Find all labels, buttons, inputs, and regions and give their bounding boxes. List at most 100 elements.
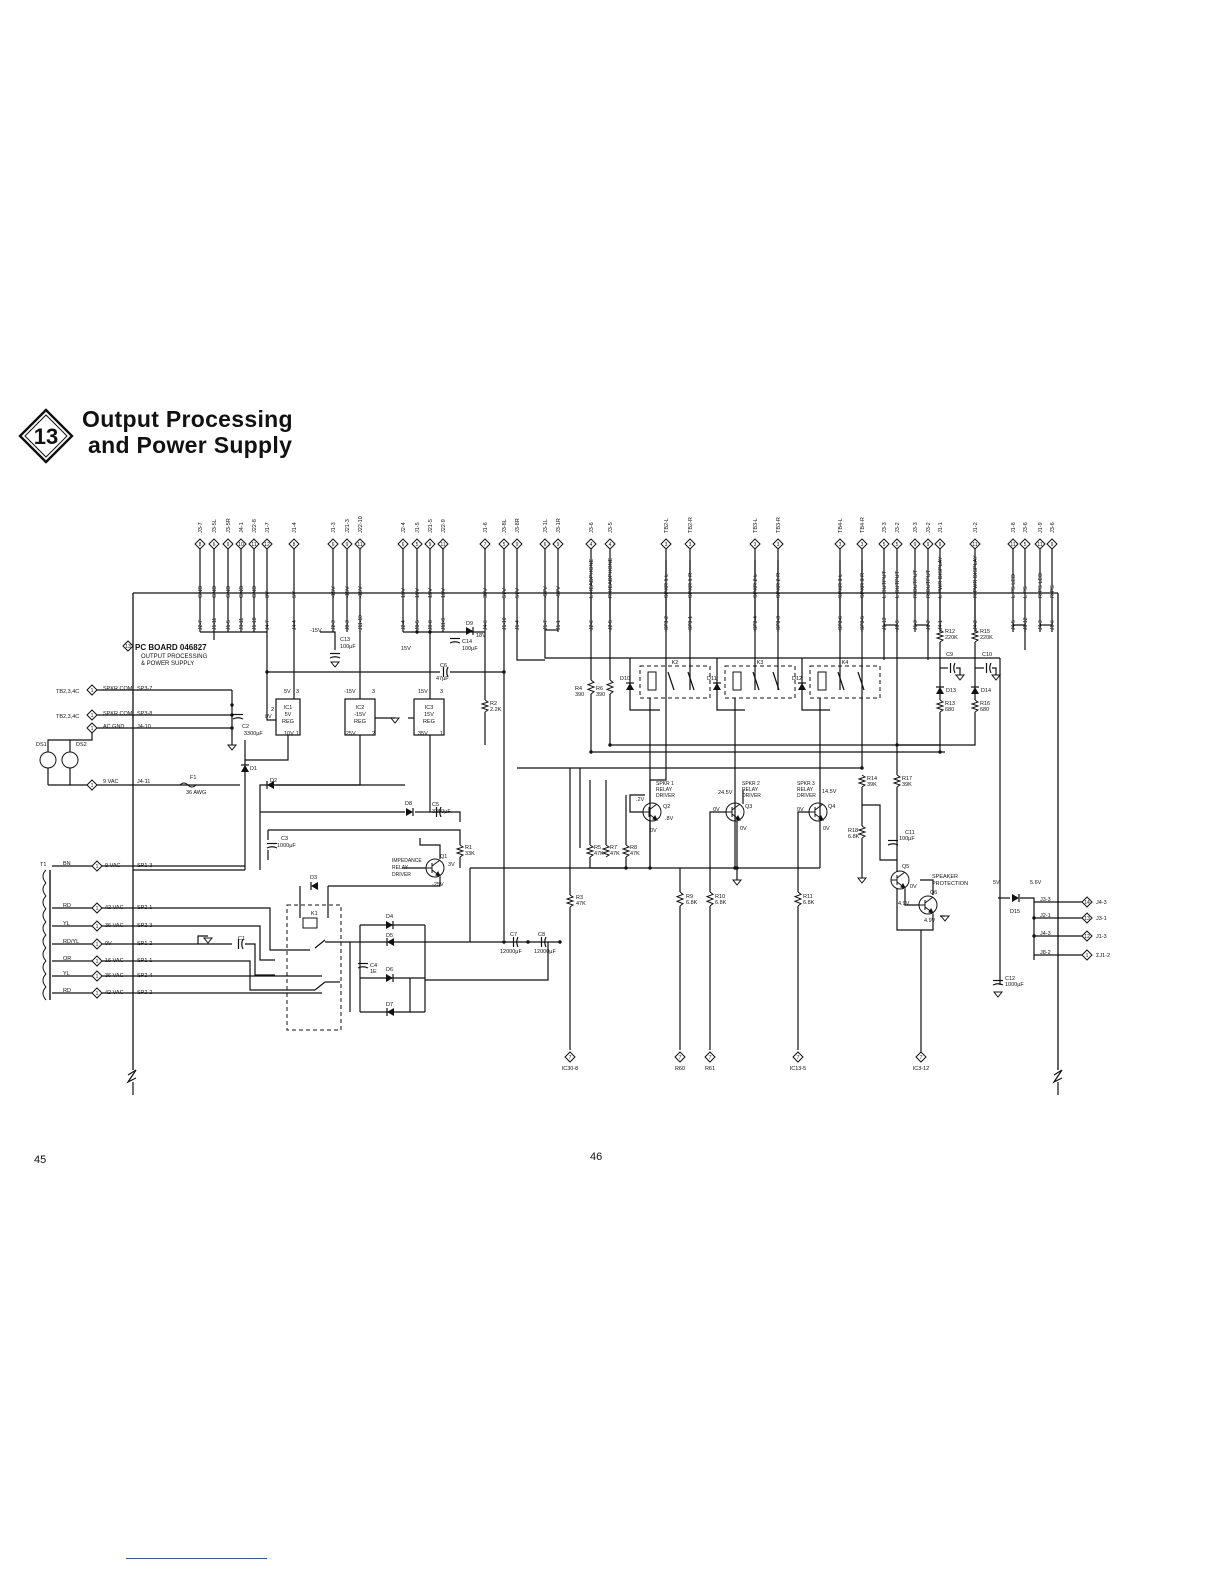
- q1-transistor-icon: [425, 858, 445, 878]
- label-text: 1E: [370, 969, 377, 975]
- signal-name-label: SPKR 2 L: [753, 574, 759, 598]
- d10-diode-icon: [626, 682, 634, 690]
- ground-icon: [990, 674, 1002, 681]
- label-text: C2: [242, 724, 249, 730]
- offpage-connector-icon: 7: [674, 1051, 686, 1063]
- label-text: R10: [715, 894, 725, 900]
- label-text: D9: [466, 621, 473, 627]
- signal-name-label: L PWR DISPLAY: [938, 556, 944, 598]
- r15-resistor-icon: [970, 629, 980, 643]
- wire: [320, 631, 336, 650]
- label-text: 3: [440, 689, 443, 695]
- junction-dot: [265, 670, 269, 674]
- label-text: Q1: [440, 854, 447, 860]
- label-text: C1: [238, 936, 245, 942]
- connector-terminal-icon: 11: [969, 538, 981, 550]
- label-text: SPKR 3: [797, 781, 815, 787]
- label-text: 39K: [902, 782, 912, 788]
- k3-relay-box: [724, 665, 796, 699]
- wire: [896, 889, 934, 931]
- label-text: -25V: [432, 882, 444, 888]
- svg-text:4: 4: [590, 542, 593, 548]
- label-text: 3: [372, 689, 375, 695]
- d15-diode-icon: [1012, 894, 1020, 902]
- svg-text:3: 3: [665, 542, 668, 548]
- label-text: R12: [945, 629, 955, 635]
- label-text: 1000µF: [277, 843, 296, 849]
- r10-resistor-icon: [705, 891, 715, 907]
- board-label-line1: PC BOARD 046827: [135, 643, 207, 652]
- d13-diode-icon: [936, 686, 944, 694]
- svg-text:9: 9: [914, 542, 917, 548]
- wire: [133, 907, 310, 951]
- connector-terminal-icon: 9: [222, 538, 234, 550]
- wire: [590, 694, 945, 753]
- signal-name-label: 15V: [401, 588, 407, 598]
- svg-text:6: 6: [332, 542, 335, 548]
- connector-terminal-icon: 5: [1019, 538, 1031, 550]
- label-text: D2: [270, 778, 277, 784]
- label-text: RELAY: [656, 787, 673, 793]
- connector-pin-label: J3-6: [1050, 522, 1056, 533]
- label-text: 0V: [797, 807, 804, 813]
- jack-pin-label: J1-6: [1050, 620, 1056, 630]
- label-text: 3: [296, 689, 299, 695]
- label-text: D12: [792, 676, 802, 682]
- svg-text:5: 5: [883, 542, 886, 548]
- label-text: SP3-8: [137, 711, 152, 717]
- page-number-right: 46: [590, 1151, 603, 1163]
- label-text: 0V: [740, 826, 747, 832]
- signal-name-label: L OUTPUT: [882, 570, 888, 598]
- label-text: K4: [842, 660, 849, 666]
- jack-pin-label: SP3-1: [688, 616, 694, 630]
- svg-text:1: 1: [91, 783, 94, 789]
- jack-pin-label: J8-8: [428, 620, 434, 630]
- label-text: 6.8K: [848, 834, 860, 840]
- connector-pin-label: J3-3: [913, 522, 919, 533]
- signal-name-label: 30V: [483, 588, 489, 598]
- connector-pin-label: J22-9: [441, 519, 447, 533]
- signal-name-label: R PS LED: [1038, 573, 1044, 598]
- jack-pin-label: J4-7: [265, 620, 271, 630]
- offpage-connector-icon: 1: [91, 860, 103, 872]
- connector-terminal-icon: 4: [604, 538, 616, 550]
- signal-name-label: -15V: [331, 586, 337, 598]
- wire: [197, 935, 208, 944]
- label-text: Q2: [663, 804, 670, 810]
- offpage-label: IC30-8: [562, 1066, 579, 1072]
- label-text: SP1-1: [137, 958, 152, 964]
- connector-terminal-icon: 9: [424, 538, 436, 550]
- jack-pin-label: J1-2: [926, 620, 932, 630]
- junction-dot: [558, 940, 562, 944]
- jack-pin-label: SP3-6: [838, 616, 844, 630]
- jack-pin-label: J4-6: [483, 620, 489, 630]
- svg-text:1: 1: [1086, 953, 1089, 959]
- junction-dot: [1032, 934, 1036, 938]
- label-text: RD: [63, 988, 71, 994]
- label-text: Q6: [930, 890, 937, 896]
- offpage-label: R60: [675, 1066, 685, 1072]
- connector-pin-label: TB4-L: [838, 518, 844, 533]
- svg-text:6: 6: [402, 542, 405, 548]
- label-text: D8: [405, 801, 412, 807]
- junction-dot: [230, 703, 234, 707]
- label-text: Q5: [902, 864, 909, 870]
- label-text: 10V: [284, 731, 294, 737]
- label-text: D3: [310, 875, 317, 881]
- connector-terminal-icon: 3: [749, 538, 761, 550]
- label-text: 0V: [910, 884, 917, 890]
- label-text: DRIVER: [392, 872, 411, 878]
- tb-label: TB2,3,4C: [56, 689, 79, 695]
- signal-name-label: 57V: [502, 588, 508, 598]
- label-text: 680: [945, 707, 954, 713]
- label-text: R14: [867, 776, 877, 782]
- label-text: 1: [296, 731, 299, 737]
- offpage-connector-icon: 1: [91, 902, 103, 914]
- svg-text:3: 3: [689, 542, 692, 548]
- footer-link-underline[interactable]: [126, 1558, 267, 1559]
- connector-terminal-icon: 8: [288, 538, 300, 550]
- label-text: .8V: [665, 816, 674, 822]
- svg-text:9: 9: [227, 542, 230, 548]
- wire: [667, 671, 675, 691]
